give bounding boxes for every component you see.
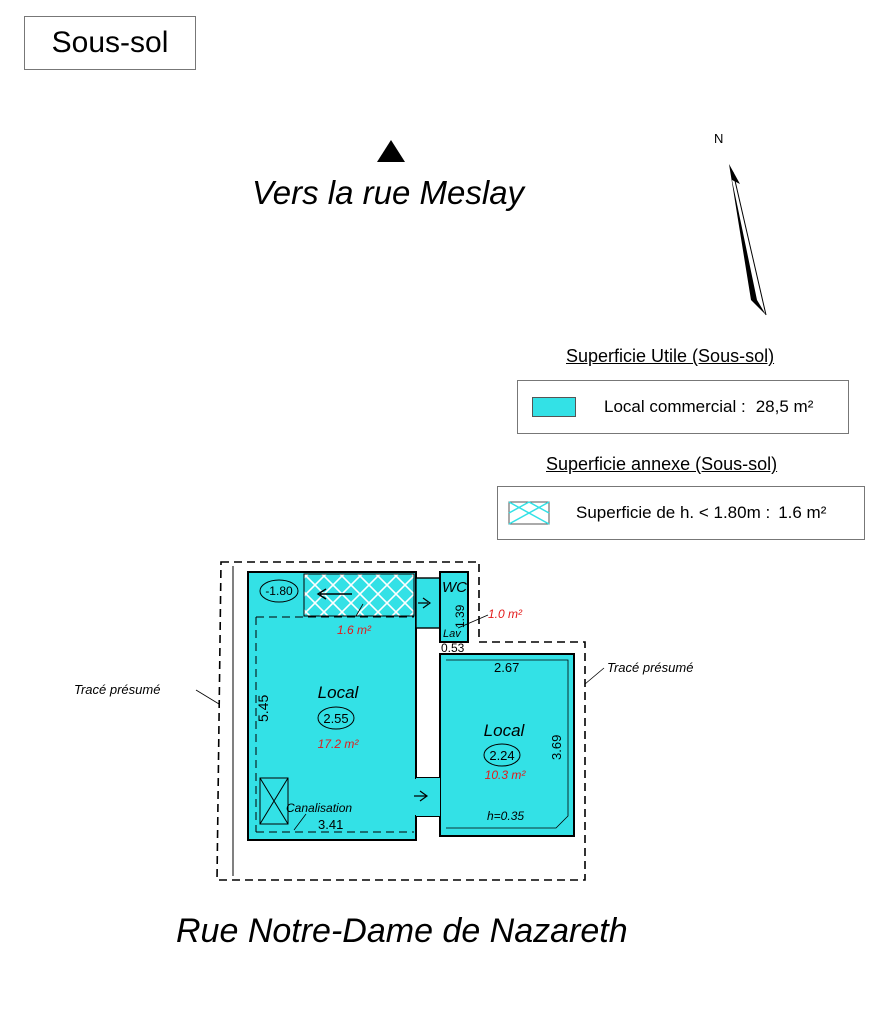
legend-useful-heading: Superficie Utile (Sous-sol) [566, 346, 775, 366]
legend-annex-hatch-d [508, 501, 530, 514]
room-right-dim-vertical: 3.69 [549, 735, 564, 760]
room-right-fill [439, 653, 575, 837]
towards-street-label: Vers la rue Meslay [252, 174, 525, 211]
conduit-leader [293, 813, 307, 831]
presumed-trace-left-leader [195, 689, 220, 705]
wc-label: WC [442, 579, 467, 596]
passage-fill [416, 778, 440, 816]
page-title: Sous-sol [24, 16, 196, 70]
room-left-dim-bottom: 3.41 [318, 817, 343, 832]
wc-area: 1.0 m² [488, 607, 523, 621]
low-zone-height-mark [259, 579, 299, 603]
wc-dim-vertical: 1.39 [453, 604, 467, 628]
north-arrow-icon: N [714, 131, 767, 316]
room-right-step-height: h=0.35 [487, 809, 524, 823]
wc-room [439, 571, 469, 643]
legend-annex-label: Superficie de h. < 1.80m : [576, 503, 771, 522]
low-zone-leader [355, 603, 364, 617]
legend-annex-box: Superficie de h. < 1.80m : 1.6 m² [497, 486, 865, 540]
wc-dim-bottom: 0.53 [441, 641, 465, 655]
room-right-height: 2.24 [489, 748, 514, 763]
room-right-name: Local [484, 721, 526, 740]
room-right-dim-top: 2.67 [494, 660, 519, 675]
legend-annex-heading: Superficie annexe (Sous-sol) [546, 454, 778, 474]
door-arrow-bottom-icon [414, 790, 429, 802]
conduit-label: Canalisation [286, 801, 352, 815]
lav-label: Lav [443, 628, 462, 640]
north-label: N [714, 131, 723, 146]
legend-annex-hatch-c [528, 501, 550, 514]
room-left-height: 2.55 [323, 711, 348, 726]
stairs-arrow-icon [316, 588, 352, 600]
room-right-height-mark [483, 743, 521, 767]
legend-annex-value: 1.6 m² [778, 503, 827, 522]
legend-useful-box: Local commercial : 28,5 m² [517, 380, 849, 434]
low-zone-area: 1.6 m² [337, 623, 372, 637]
room-right-inner-line [446, 659, 569, 829]
legend-annex-hatch-b [508, 501, 550, 525]
legend-useful-label: Local commercial : [604, 397, 746, 416]
street-name: Rue Notre-Dame de Nazareth [176, 912, 628, 950]
legend-useful-swatch [532, 397, 576, 417]
presumed-trace-right-label: Tracé présumé [607, 660, 693, 675]
door-arrow-top-icon [418, 597, 432, 609]
legend-useful-value: 28,5 m² [755, 397, 814, 416]
up-arrow-icon [377, 140, 405, 162]
conduit-box [259, 777, 289, 825]
presumed-outline [216, 561, 586, 881]
room-left-dim-vertical: 5.45 [255, 695, 271, 722]
room-right-area: 10.3 m² [485, 768, 527, 782]
room-left-name: Local [318, 683, 360, 702]
presumed-trace-right-leader [584, 667, 605, 685]
wc-area-leader [457, 614, 489, 629]
low-zone-height: -1.80 [265, 584, 293, 598]
presumed-trace-left-label: Tracé présumé [74, 682, 160, 697]
conduit-cross-b [259, 777, 289, 825]
low-height-zone [303, 573, 415, 617]
legend-annex-swatch [508, 501, 550, 525]
room-left-height-mark [317, 706, 355, 730]
room-left-area: 17.2 m² [318, 737, 360, 751]
page-title-text: Sous-sol [51, 26, 169, 59]
